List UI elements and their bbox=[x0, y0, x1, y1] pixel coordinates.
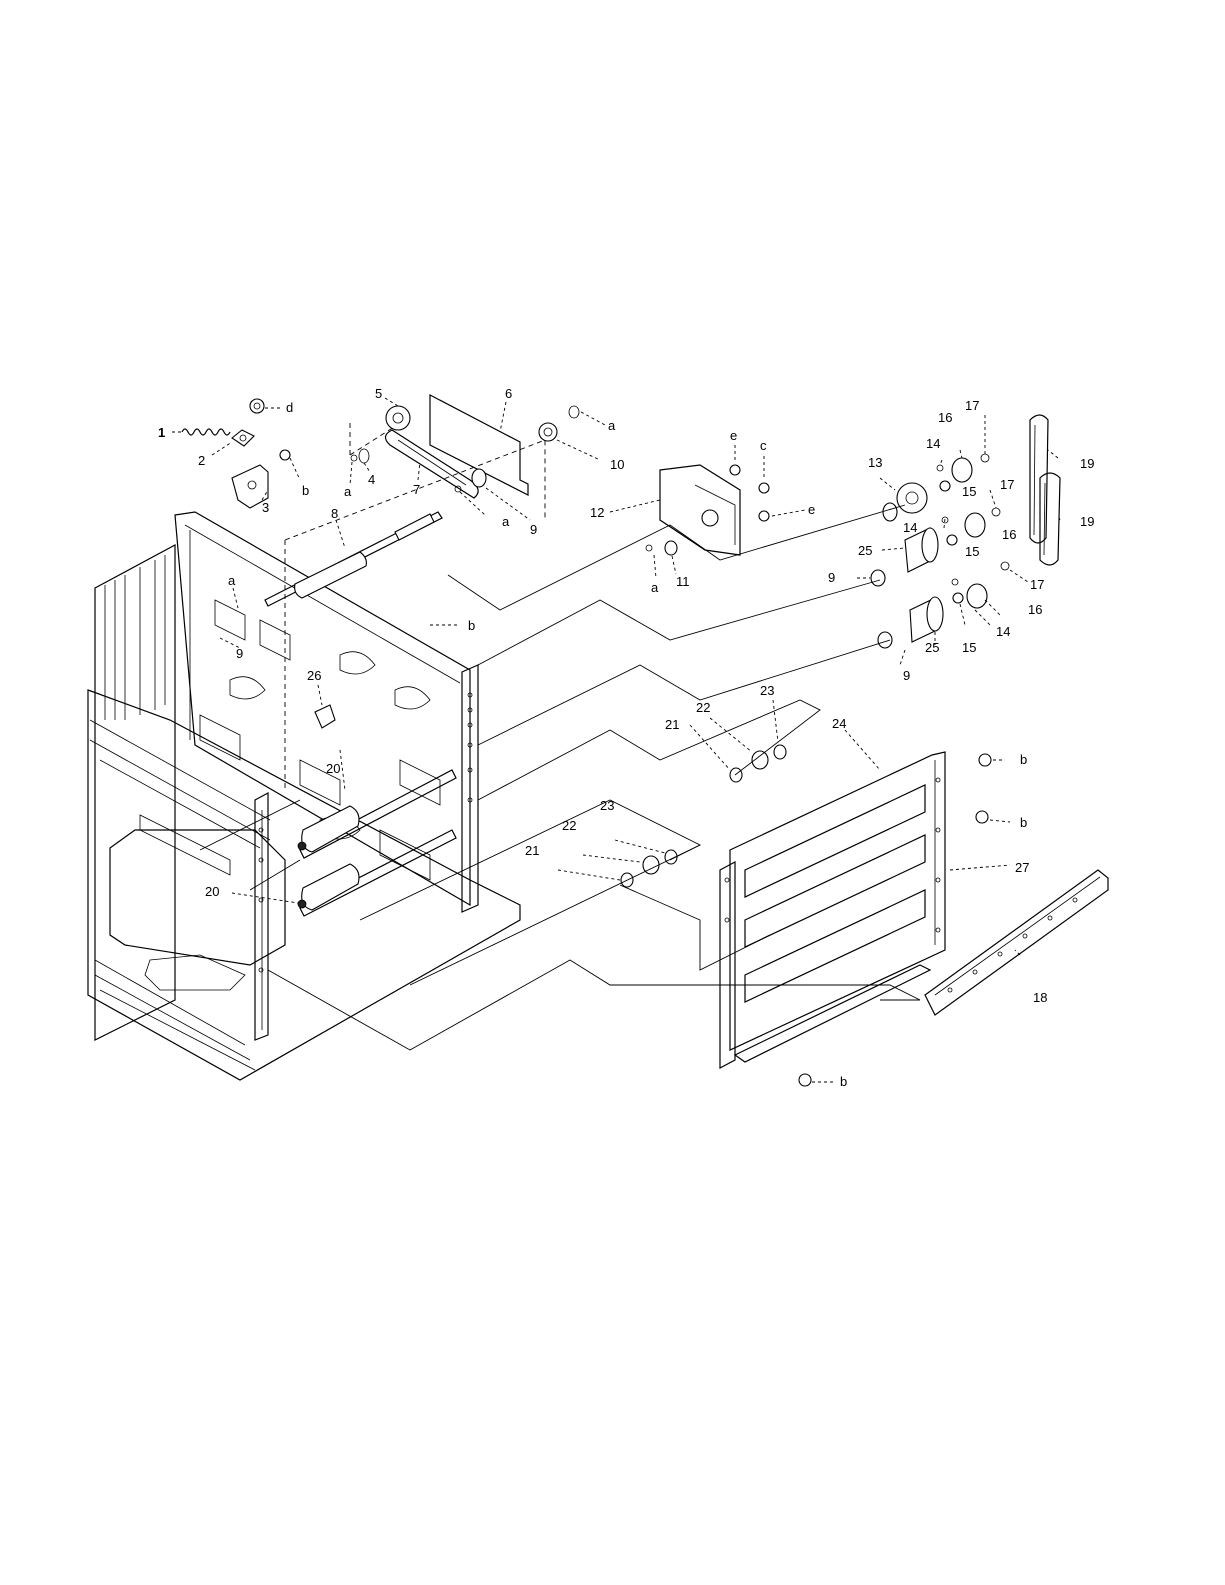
callout-25-b: 25 bbox=[925, 640, 939, 655]
callout-26: 26 bbox=[307, 668, 321, 683]
callout-15-c: 15 bbox=[962, 640, 976, 655]
callout-14-a: 14 bbox=[926, 436, 940, 451]
callout-19-b: 19 bbox=[1080, 514, 1094, 529]
ref-e-1: e bbox=[730, 428, 737, 443]
callout-15-b: 15 bbox=[965, 544, 979, 559]
front-panel-27 bbox=[720, 862, 930, 1068]
roller-shaft-8 bbox=[265, 512, 442, 606]
callout-5: 5 bbox=[375, 386, 382, 401]
clip-a-4 bbox=[351, 449, 369, 463]
callout-14-c: 14 bbox=[996, 624, 1010, 639]
callout-7: 7 bbox=[413, 482, 420, 497]
callout-13: 13 bbox=[868, 455, 882, 470]
callout-3: 3 bbox=[262, 500, 269, 515]
callout-18: 18 bbox=[1033, 990, 1047, 1005]
callout-15-a: 15 bbox=[962, 484, 976, 499]
callout-8: 8 bbox=[331, 506, 338, 521]
callout-22-a: 22 bbox=[696, 700, 710, 715]
callout-19-a: 19 bbox=[1080, 456, 1094, 471]
callout-9-right-upper: 9 bbox=[828, 570, 835, 585]
clutch-13 bbox=[883, 483, 927, 521]
callout-2: 2 bbox=[198, 453, 205, 468]
callout-16-b: 16 bbox=[1002, 527, 1016, 542]
ref-b-2: b bbox=[468, 618, 475, 633]
ref-b-3: b bbox=[1020, 752, 1027, 767]
belt-19-upper bbox=[1030, 415, 1048, 543]
belt-7 bbox=[385, 430, 478, 498]
ref-a-2: a bbox=[344, 484, 352, 499]
ref-c-1: c bbox=[760, 438, 767, 453]
callout-12: 12 bbox=[590, 505, 604, 520]
rail-18 bbox=[925, 870, 1108, 1015]
pulleys-16 bbox=[952, 458, 987, 608]
ref-a-1: a bbox=[608, 418, 616, 433]
spring-1 bbox=[182, 429, 230, 435]
callout-17-c: 17 bbox=[1030, 577, 1044, 592]
ref-a-3: a bbox=[502, 514, 510, 529]
washers-14-15 bbox=[937, 465, 963, 603]
callout-16-c: 16 bbox=[1028, 602, 1042, 617]
clip-26 bbox=[315, 705, 335, 728]
ref-e-2: e bbox=[808, 502, 815, 517]
nut-d bbox=[250, 399, 264, 413]
callout-11: 11 bbox=[676, 574, 690, 589]
ref-b-5: b bbox=[840, 1074, 847, 1089]
belt-19-lower bbox=[1040, 473, 1060, 565]
ref-a-4: a bbox=[228, 573, 236, 588]
callout-20-b: 20 bbox=[205, 884, 219, 899]
callout-labels: 1 2 3 4 5 6 7 8 9 9 9 9 10 11 12 13 14 1… bbox=[158, 386, 1094, 1089]
callout-1: 1 bbox=[158, 425, 165, 440]
gear-5 bbox=[386, 406, 410, 430]
ref-d-1: d bbox=[286, 400, 293, 415]
callout-9-top: 9 bbox=[530, 522, 537, 537]
callout-10: 10 bbox=[610, 457, 624, 472]
washers-17 bbox=[981, 454, 1009, 570]
callout-17-b: 17 bbox=[1000, 477, 1014, 492]
callout-21-b: 21 bbox=[525, 843, 539, 858]
callout-9-left: 9 bbox=[236, 646, 243, 661]
callout-23-b: 23 bbox=[600, 798, 614, 813]
callout-16-a: 16 bbox=[938, 410, 952, 425]
callout-14-b: 14 bbox=[903, 520, 917, 535]
callout-17-a: 17 bbox=[965, 398, 979, 413]
main-frame bbox=[88, 420, 545, 1080]
screw-b-top bbox=[280, 450, 290, 460]
callout-27: 27 bbox=[1015, 860, 1029, 875]
callout-4: 4 bbox=[368, 472, 375, 487]
motor-12 bbox=[660, 465, 769, 555]
roller-20-upper bbox=[298, 770, 456, 858]
ref-b-1: b bbox=[302, 483, 309, 498]
callout-24: 24 bbox=[832, 716, 846, 731]
gear-11 bbox=[646, 541, 677, 555]
clutch-25-lower bbox=[910, 597, 943, 642]
callout-9-right-lower: 9 bbox=[903, 668, 910, 683]
callout-6: 6 bbox=[505, 386, 512, 401]
callout-23-a: 23 bbox=[760, 683, 774, 698]
callout-20-a: 20 bbox=[326, 761, 340, 776]
callout-21-a: 21 bbox=[665, 717, 679, 732]
ref-b-4: b bbox=[1020, 815, 1027, 830]
callout-22-b: 22 bbox=[562, 818, 576, 833]
callout-25-a: 25 bbox=[858, 543, 872, 558]
ref-a-5: a bbox=[651, 580, 659, 595]
gear-10 bbox=[539, 406, 579, 441]
bushings-21-22-23 bbox=[621, 745, 786, 887]
lever-2 bbox=[232, 430, 254, 446]
